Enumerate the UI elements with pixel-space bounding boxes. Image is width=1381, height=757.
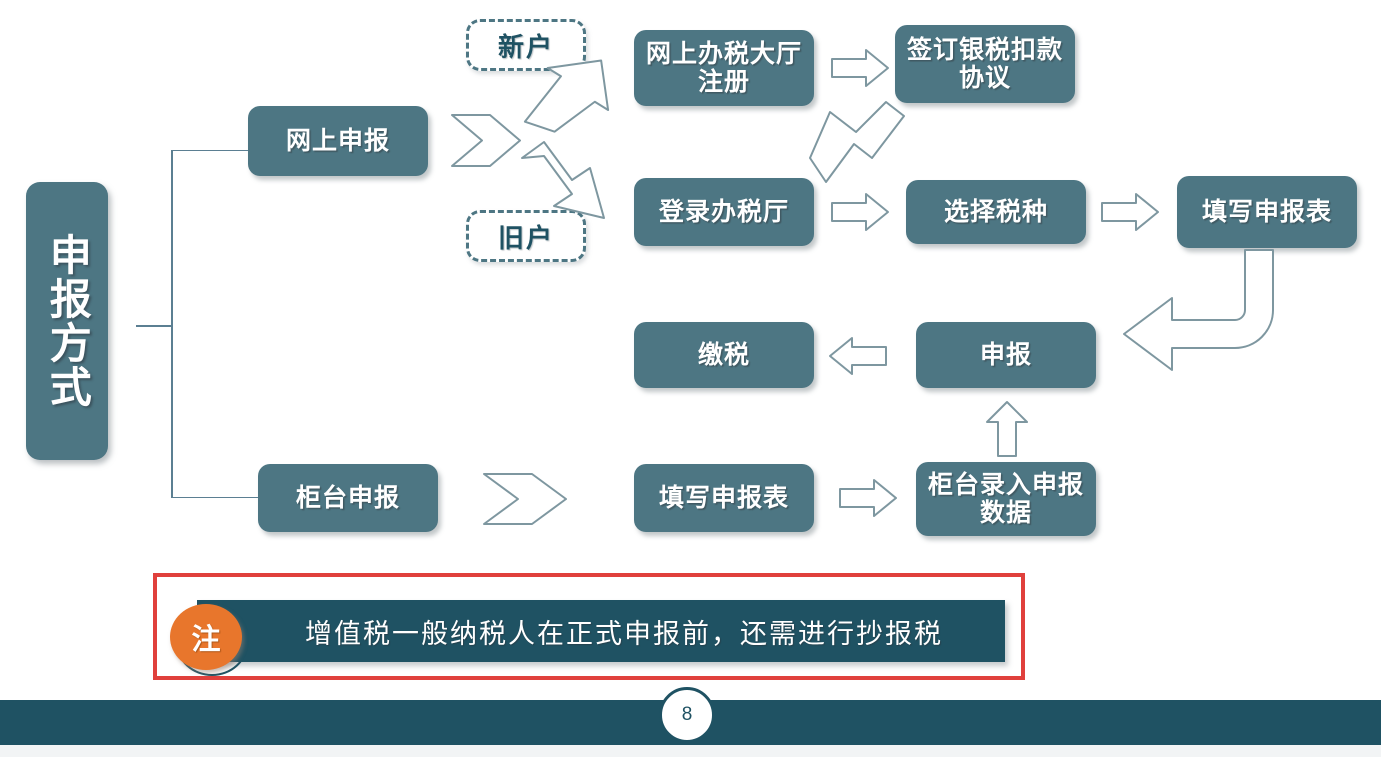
arrow-right-select-to-fill — [1100, 192, 1160, 232]
arrow-right-register-to-sign — [830, 48, 890, 88]
arrow-left-declare-to-pay — [826, 336, 888, 376]
arrow-down-right-old-account — [518, 140, 610, 222]
node-counter-entry-data[interactable]: 柜台录入申报数据 — [916, 462, 1096, 536]
arrow-elbow-fill-to-declare — [1120, 248, 1310, 388]
node-label: 登录办税厅 — [658, 198, 789, 226]
note-badge: 注 — [170, 604, 242, 670]
node-pay-tax[interactable]: 缴税 — [634, 322, 814, 388]
node-label: 选择税种 — [943, 198, 1048, 226]
node-select-tax-type[interactable]: 选择税种 — [906, 180, 1086, 244]
node-fill-form-top[interactable]: 填写申报表 — [1177, 176, 1357, 248]
branch-connector — [136, 149, 308, 499]
note-bar: 增值税一般纳税人在正式申报前，还需进行抄报税 — [197, 600, 1005, 662]
vertical-title-label: 申报方式 — [44, 233, 92, 409]
chevron-counter-branch — [482, 472, 568, 526]
arrow-right-login-to-select — [830, 192, 890, 232]
arrow-down-left-sign-to-login — [808, 100, 906, 186]
node-login-tax-hall[interactable]: 登录办税厅 — [634, 178, 814, 246]
note-badge-label: 注 — [191, 624, 221, 656]
node-declare[interactable]: 申报 — [916, 322, 1096, 388]
node-counter-declare[interactable]: 柜台申报 — [258, 464, 438, 532]
node-label: 柜台申报 — [295, 484, 400, 512]
arrow-up-entry-to-declare — [985, 400, 1029, 458]
node-label: 柜台录入申报数据 — [927, 471, 1084, 527]
tag-old-account: 旧户 — [466, 210, 586, 262]
node-label: 填写申报表 — [658, 484, 789, 512]
node-label: 签订银税扣款协议 — [906, 36, 1063, 92]
tag-label: 旧户 — [497, 222, 554, 253]
node-label: 网上申报 — [285, 127, 390, 155]
tag-new-account: 新户 — [466, 19, 586, 71]
node-fill-form-bottom[interactable]: 填写申报表 — [634, 464, 814, 532]
arrow-up-right-new-account — [520, 59, 610, 133]
vertical-title-box: 申报方式 — [26, 182, 108, 460]
node-sign-bank-tax-agreement[interactable]: 签订银税扣款协议 — [895, 25, 1075, 103]
arrow-right-fill-to-entry — [838, 478, 898, 518]
tag-label: 新户 — [497, 31, 554, 62]
node-label: 填写申报表 — [1201, 198, 1332, 226]
note-text: 增值税一般纳税人在正式申报前，还需进行抄报税 — [305, 618, 943, 649]
node-online-declare[interactable]: 网上申报 — [248, 106, 428, 176]
footer-strip — [0, 745, 1381, 757]
page-number-badge: 8 — [659, 687, 715, 743]
node-label: 缴税 — [697, 341, 750, 369]
node-label: 网上办税大厅注册 — [645, 40, 802, 96]
node-label: 申报 — [979, 341, 1032, 369]
node-online-hall-register[interactable]: 网上办税大厅注册 — [634, 30, 814, 106]
page-number-label: 8 — [681, 704, 693, 725]
chevron-online-branch — [450, 113, 522, 168]
